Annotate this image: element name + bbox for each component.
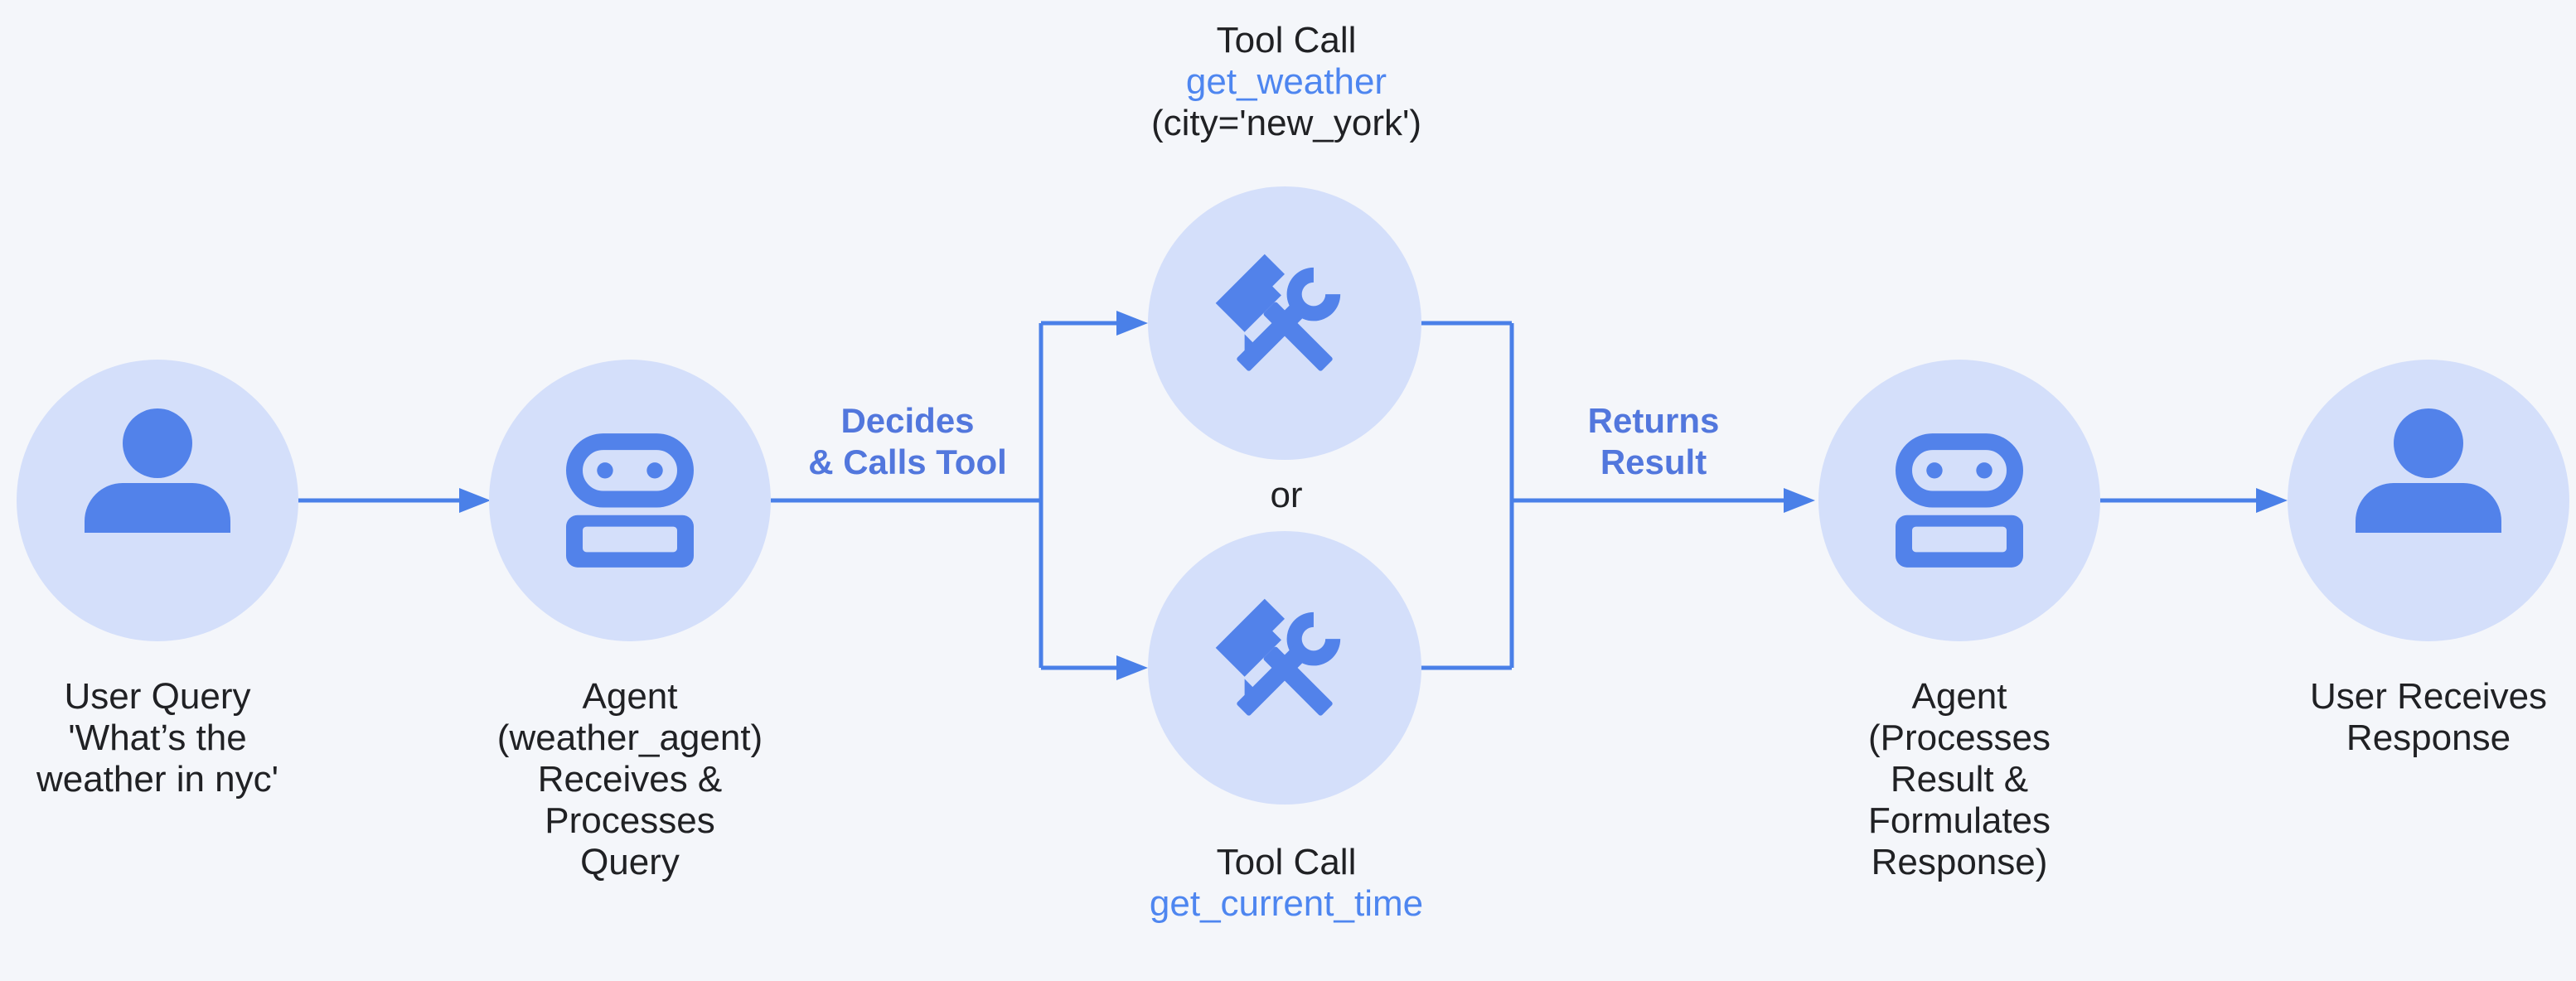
caption-line: Receives &: [537, 759, 723, 800]
returns-result-label: Returns Result: [1588, 400, 1720, 483]
node-agent-out: [1818, 360, 2100, 641]
tool-name-get-weather: get_weather: [1185, 61, 1387, 102]
caption-line: (weather_agent): [496, 718, 763, 758]
person-icon: [85, 408, 230, 533]
tool-call-title: Tool Call: [1216, 842, 1357, 882]
flow-label-line: Decides: [840, 401, 975, 440]
caption-line: Agent: [582, 676, 678, 717]
caption-line: Result &: [1890, 759, 2029, 800]
node-tool-get-weather: [1148, 186, 1421, 460]
node-user-response: [2288, 360, 2569, 641]
node-agent-in: [489, 360, 771, 641]
robot-icon: [566, 433, 694, 568]
arrowhead-into-tool-bottom: [1116, 655, 1148, 680]
connector-segments: [298, 321, 2256, 670]
caption-agent-out: Agent (Processes Result & Formulates Res…: [1868, 676, 2051, 883]
person-icon: [2356, 408, 2501, 533]
node-tool-get-current-time: [1148, 531, 1421, 805]
robot-icon: [1896, 433, 2023, 568]
arrowhead-into-agent-in: [459, 488, 491, 513]
or-label: or: [1270, 475, 1303, 515]
caption-line: Response): [1871, 842, 2048, 882]
arrowhead-into-user-response: [2256, 488, 2288, 513]
arrowhead-into-agent-out: [1784, 488, 1815, 513]
caption-user-query: User Query 'What’s the weather in nyc': [36, 676, 278, 800]
caption-line: User Query: [64, 676, 251, 717]
caption-line: weather in nyc': [36, 759, 279, 800]
flow-label-line: Returns: [1587, 401, 1720, 440]
caption-line: Formulates: [1867, 800, 2051, 841]
label-tool-call-get-current-time: Tool Call get_current_time: [1150, 842, 1423, 925]
tools-icon: [1215, 598, 1341, 716]
flow-label-line: Result: [1600, 442, 1707, 481]
caption-line: Response: [2346, 718, 2511, 758]
decides-calls-tool-label: Decides & Calls Tool: [808, 400, 1007, 483]
caption-line: (Processes: [1867, 718, 2051, 758]
caption-line: User Receives: [2309, 676, 2548, 717]
caption-line: Agent: [1911, 676, 2007, 717]
caption-line: Query: [580, 842, 680, 882]
arrowheads: [459, 311, 2288, 680]
caption-line: 'What’s the: [68, 718, 247, 758]
caption-user-response: User Receives Response: [2310, 676, 2547, 759]
tool-name-get-current-time: get_current_time: [1149, 883, 1424, 924]
label-tool-call-get-weather: Tool Call get_weather (city='new_york'): [1151, 20, 1421, 144]
tool-args: (city='new_york'): [1150, 103, 1422, 143]
tools-icon: [1215, 254, 1341, 371]
caption-agent-in: Agent (weather_agent) Receives & Process…: [497, 676, 763, 883]
node-user-query: [17, 360, 298, 641]
arrowhead-into-tool-top: [1116, 311, 1148, 336]
flow-label-line: & Calls Tool: [808, 442, 1007, 481]
tool-call-title: Tool Call: [1216, 20, 1357, 60]
caption-line: Processes: [545, 800, 715, 841]
